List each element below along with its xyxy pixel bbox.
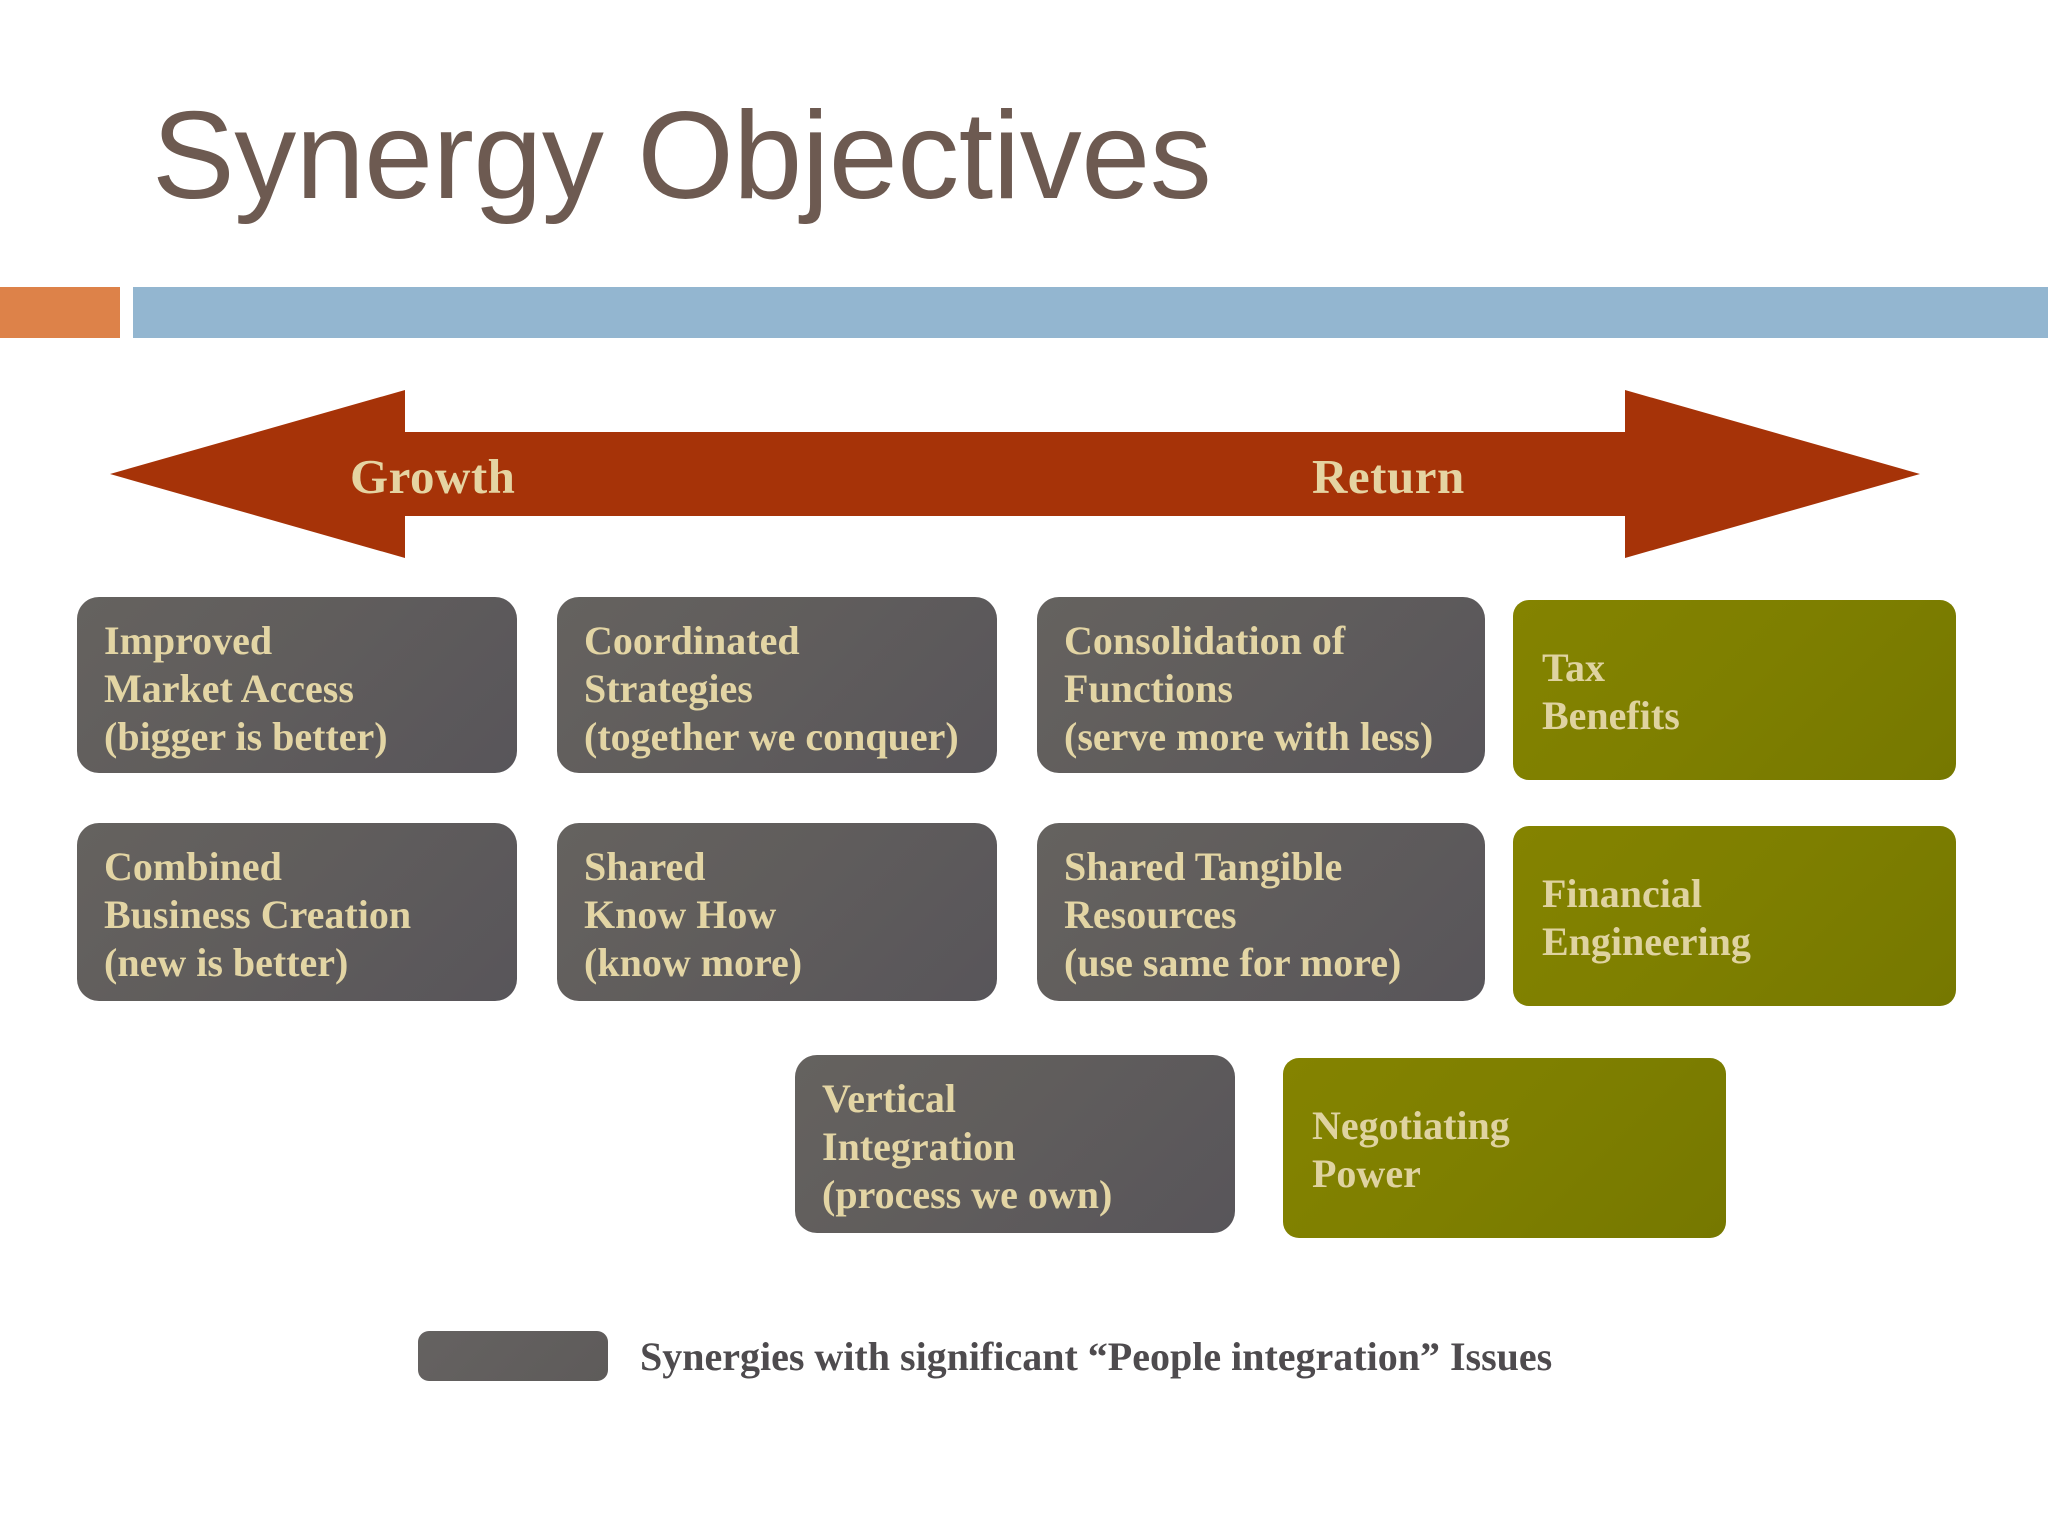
box-line: Combined <box>104 844 282 889</box>
box-line: Market Access <box>104 666 354 711</box>
box-line: Integration <box>822 1124 1016 1169</box>
box-line: (process we own) <box>822 1172 1113 1217</box>
synergy-box-improved-market-access[interactable]: Improved Market Access (bigger is better… <box>77 597 517 773</box>
accent-bar-blue <box>133 287 2048 338</box>
box-line: Improved <box>104 618 273 663</box>
box-line: (use same for more) <box>1064 940 1402 985</box>
box-line: Power <box>1312 1151 1421 1196</box>
box-line: (bigger is better) <box>104 714 388 759</box>
synergy-box-consolidation-of-functions[interactable]: Consolidation of Functions (serve more w… <box>1037 597 1485 773</box>
box-line: (serve more with less) <box>1064 714 1434 759</box>
box-line: Know How <box>584 892 777 937</box>
box-line: Shared <box>584 844 706 889</box>
synergy-box-shared-know-how[interactable]: Shared Know How (know more) <box>557 823 997 1001</box>
box-line: Coordinated <box>584 618 800 663</box>
accent-bar-orange <box>0 287 120 338</box>
box-line: Business Creation <box>104 892 412 937</box>
box-line: Negotiating <box>1312 1103 1510 1148</box>
arrow-label-return: Return <box>1312 449 1465 504</box>
synergy-box-combined-business-creation[interactable]: Combined Business Creation (new is bette… <box>77 823 517 1001</box>
box-line: (new is better) <box>104 940 349 985</box>
box-line: Vertical <box>822 1076 957 1121</box>
box-line: Benefits <box>1542 693 1680 738</box>
synergy-box-shared-tangible-resources[interactable]: Shared Tangible Resources (use same for … <box>1037 823 1485 1001</box>
synergy-box-financial-engineering[interactable]: Financial Engineering <box>1513 826 1956 1006</box>
legend-label: Synergies with significant “People integ… <box>640 1334 1553 1379</box>
double-headed-arrow-icon <box>110 382 1920 566</box>
box-line: (together we conquer) <box>584 714 959 759</box>
box-line: Engineering <box>1542 919 1751 964</box>
box-line: Financial <box>1542 871 1703 916</box>
box-line: Consolidation of <box>1064 618 1346 663</box>
synergy-box-vertical-integration[interactable]: Vertical Integration (process we own) <box>795 1055 1235 1233</box>
arrow-label-growth: Growth <box>350 449 516 504</box>
box-line: Tax <box>1542 645 1606 690</box>
box-line: Resources <box>1064 892 1237 937</box>
synergy-box-negotiating-power[interactable]: Negotiating Power <box>1283 1058 1726 1238</box>
box-line: (know more) <box>584 940 803 985</box>
box-line: Shared Tangible <box>1064 844 1343 889</box>
synergy-box-tax-benefits[interactable]: Tax Benefits <box>1513 600 1956 780</box>
page-title: Synergy Objectives <box>152 87 1212 225</box>
synergy-box-coordinated-strategies[interactable]: Coordinated Strategies (together we conq… <box>557 597 997 773</box>
box-line: Functions <box>1064 666 1233 711</box>
box-line: Strategies <box>584 666 753 711</box>
legend-swatch-gray <box>418 1331 608 1381</box>
